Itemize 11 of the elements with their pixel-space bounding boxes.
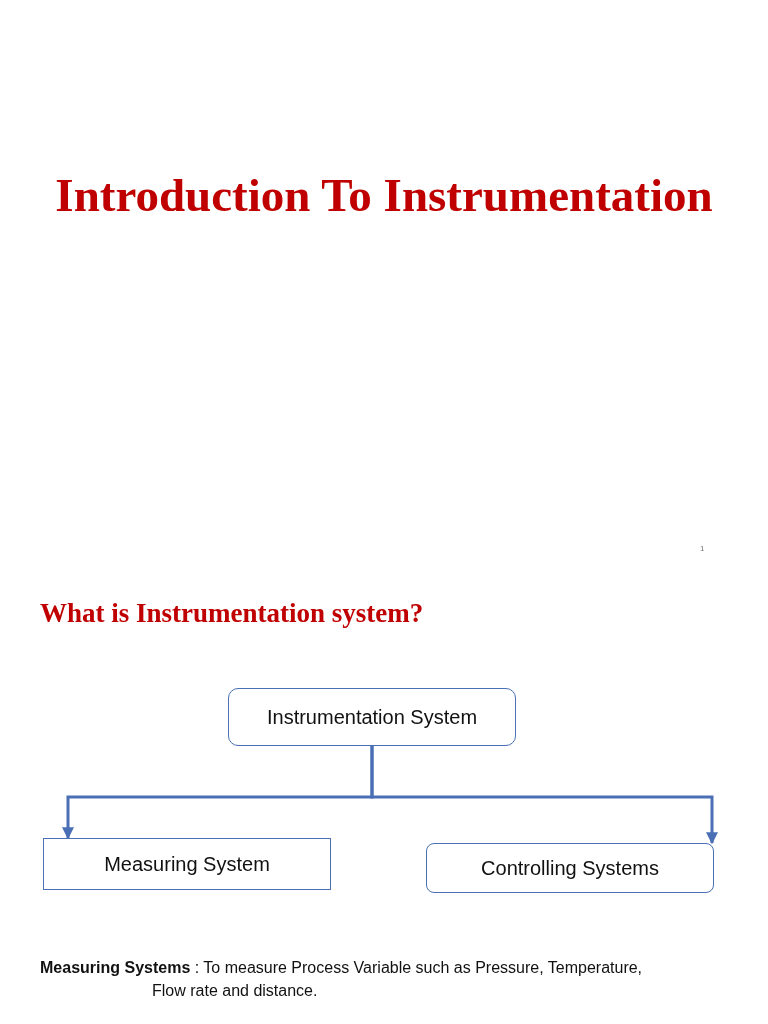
section-heading: What is Instrumentation system? [40, 598, 424, 629]
page-number: 1 [700, 544, 705, 553]
node-label: Controlling Systems [481, 856, 659, 880]
node-label: Measuring System [104, 852, 270, 876]
system-box [228, 688, 516, 746]
slide-title: Introduction To Instrumentation [54, 168, 714, 222]
connector-arrow [370, 746, 718, 845]
system-box [426, 843, 714, 893]
definition-text: Measuring Systems : To measure Process Variable such as Pressure, Temperature, Flow rate and distance. [40, 958, 644, 1001]
node-label: Instrumentation System [266, 705, 478, 729]
system-box [43, 838, 331, 890]
